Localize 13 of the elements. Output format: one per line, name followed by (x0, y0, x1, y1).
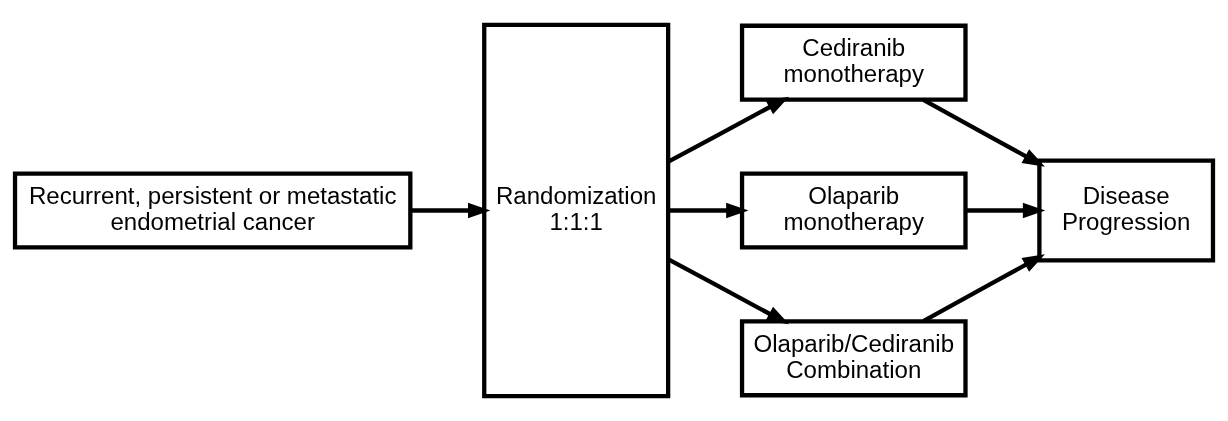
arrow (667, 257, 790, 325)
arrow (922, 98, 1045, 167)
arrow (922, 254, 1045, 323)
node-box: Olaparib/Cediranib Combination (739, 319, 968, 398)
arrow (965, 202, 1046, 219)
arrow (667, 96, 790, 164)
node-box: Recurrent, persistent or metastatic endometrial cancer (12, 171, 413, 250)
node-box: Olaparib monotherapy (739, 171, 968, 250)
node-box: Cediranib monotherapy (739, 23, 968, 102)
arrow (410, 202, 491, 219)
node-box: Randomization 1:1:1 (482, 22, 671, 399)
arrow (668, 202, 749, 219)
node-box: Disease Progression (1037, 158, 1216, 263)
